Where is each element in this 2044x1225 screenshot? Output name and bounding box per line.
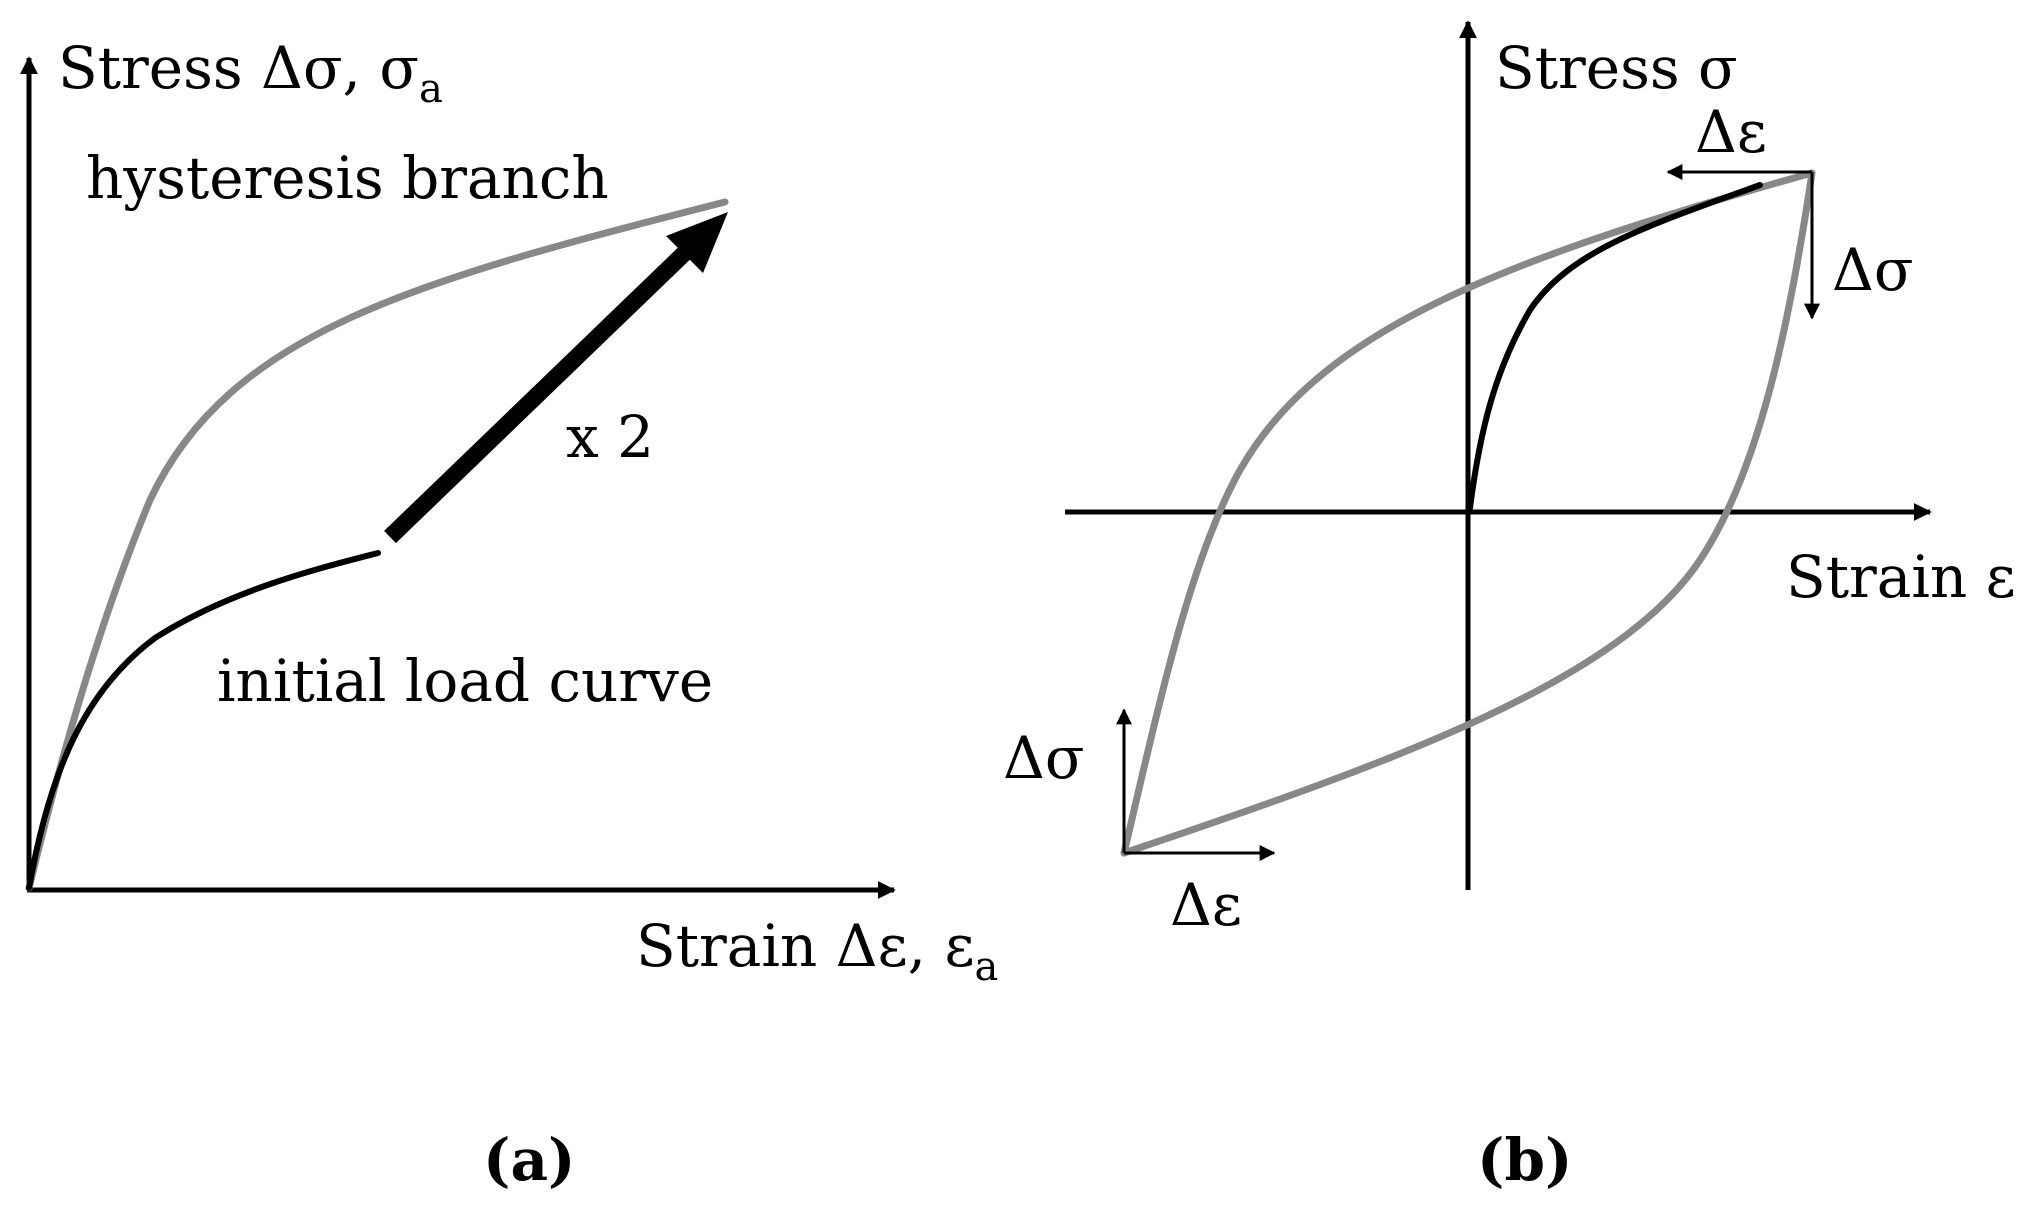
panel-b-hysteresis-loop-upper	[1120, 169, 1816, 857]
panel-b-x-axis-label: Strain ε	[1786, 543, 2016, 611]
panel-a-initial-curve-label: initial load curve	[217, 647, 713, 715]
panel-b-top-delta-stress-label: Δσ	[1832, 236, 1913, 304]
panel-a-x-axis-label: Strain Δε, εa	[636, 912, 998, 990]
panel-a-scale-arrow	[384, 235, 702, 544]
panel-b-top-delta-strain-label: Δε	[1695, 98, 1767, 166]
panel-a-hysteresis-branch-curve	[25, 198, 729, 892]
panel-a-caption: (a)	[483, 1126, 575, 1194]
panel-b-initial-load-curve	[1467, 182, 1763, 511]
panel-b-y-axis-label: Stress σ	[1495, 34, 1738, 102]
panel-b: Stress σ Δε Δσ Strain ε Δσ Δε (b)	[1003, 20, 2016, 1194]
panel-a-initial-load-curve	[26, 550, 381, 891]
panel-a-hysteresis-label: hysteresis branch	[86, 144, 609, 212]
panel-a-y-axis-label: Stress Δσ, σa	[58, 34, 443, 112]
panel-b-caption: (b)	[1477, 1126, 1572, 1194]
panel-b-bottom-delta-stress-label: Δσ	[1003, 724, 1084, 792]
panel-a-scale-label: x 2	[566, 403, 654, 471]
panel-a: Stress Δσ, σa hysteresis branch x 2 init…	[20, 34, 998, 1194]
panel-b-hysteresis-loop-lower	[1120, 169, 1816, 857]
panel-a-scale-arrowhead	[666, 212, 728, 273]
panel-b-bottom-delta-strain-label: Δε	[1170, 871, 1242, 939]
